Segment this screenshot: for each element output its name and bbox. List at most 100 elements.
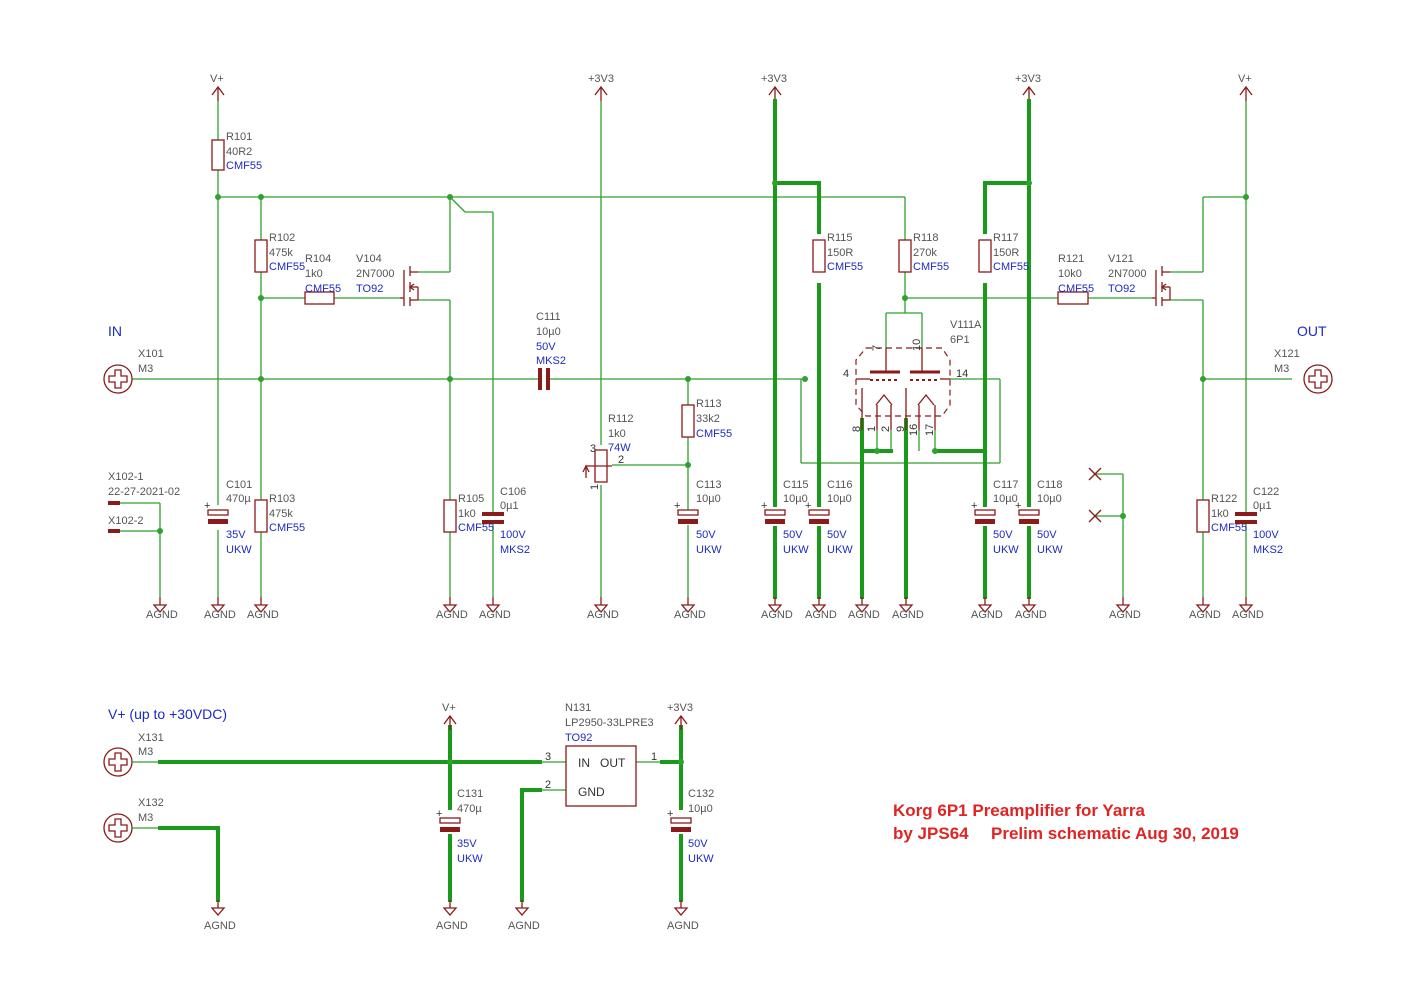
svg-text:UKW: UKW bbox=[993, 544, 1019, 556]
c132-capacitor[interactable]: + C132 10µ0 50V UKW bbox=[667, 788, 714, 865]
svg-text:2N7000: 2N7000 bbox=[1108, 268, 1147, 280]
svg-text:C116: C116 bbox=[827, 479, 852, 491]
svg-text:6P1: 6P1 bbox=[950, 334, 970, 346]
svg-text:50V: 50V bbox=[1037, 529, 1057, 541]
svg-text:40R2: 40R2 bbox=[226, 146, 252, 158]
svg-text:UKW: UKW bbox=[783, 544, 809, 556]
svg-text:AGND: AGND bbox=[479, 609, 511, 621]
v104-mosfet[interactable]: V104 2N7000 TO92 bbox=[356, 253, 419, 306]
vplus-label-right: V+ bbox=[1238, 73, 1252, 85]
vplus-arrow-right bbox=[1239, 86, 1253, 102]
svg-text:UKW: UKW bbox=[827, 544, 853, 556]
r113-resistor[interactable]: R113 33k2 CMF55 bbox=[681, 398, 732, 440]
svg-text:LP2950-33LPRE3: LP2950-33LPRE3 bbox=[565, 717, 654, 729]
svg-text:C118: C118 bbox=[1037, 479, 1062, 491]
svg-text:CMF55: CMF55 bbox=[269, 261, 305, 273]
svg-text:AGND: AGND bbox=[146, 609, 178, 621]
svg-text:IN: IN bbox=[578, 756, 590, 770]
r104-resistor[interactable]: R104 1k0 CMF55 bbox=[304, 253, 341, 305]
svg-text:V121: V121 bbox=[1108, 253, 1134, 265]
n131-regulator[interactable]: IN OUT GND 3 2 1 N131 LP2950-33LPRE3 TO9… bbox=[545, 702, 657, 807]
svg-text:+: + bbox=[674, 500, 680, 512]
x101-jack[interactable]: X101 M3 bbox=[103, 348, 164, 394]
svg-text:10µ0: 10µ0 bbox=[993, 493, 1018, 505]
x132-jack[interactable]: X132 M3 bbox=[103, 797, 164, 843]
x131-jack[interactable]: X131 M3 bbox=[103, 732, 164, 777]
svg-text:17: 17 bbox=[924, 424, 936, 436]
c101-capacitor[interactable]: + C101 470µ 35V UKW bbox=[204, 479, 252, 556]
svg-text:50V: 50V bbox=[993, 529, 1013, 541]
title-block: Korg 6P1 Preamplifier for Yarra by JPS64… bbox=[893, 801, 1239, 843]
svg-text:3: 3 bbox=[590, 443, 596, 455]
svg-text:33k2: 33k2 bbox=[696, 413, 720, 425]
svg-text:AGND: AGND bbox=[892, 609, 924, 621]
r121-resistor[interactable]: R121 10k0 CMF55 bbox=[1057, 253, 1094, 305]
r115-resistor[interactable]: R115 150R CMF55 bbox=[812, 232, 863, 273]
svg-text:AGND: AGND bbox=[805, 609, 837, 621]
svg-text:1: 1 bbox=[651, 751, 657, 763]
c106-capacitor[interactable]: C106 0µ1 100V MKS2 bbox=[482, 486, 530, 556]
svg-text:1: 1 bbox=[866, 426, 878, 432]
svg-text:16: 16 bbox=[908, 424, 920, 436]
svg-text:AGND: AGND bbox=[204, 920, 236, 932]
r122-resistor[interactable]: R122 1k0 CMF55 bbox=[1196, 493, 1247, 534]
svg-text:2: 2 bbox=[545, 779, 551, 791]
vplus-arrow-ps bbox=[443, 715, 457, 731]
r102-resistor[interactable]: R102 475k CMF55 bbox=[254, 232, 305, 273]
r101-resistor[interactable]: R101 40R2 CMF55 bbox=[211, 131, 262, 172]
x102-connector[interactable]: X102-1 22-27-2021-02 X102-2 bbox=[108, 471, 180, 533]
svg-text:TO92: TO92 bbox=[1108, 283, 1135, 295]
jack-icon bbox=[103, 813, 133, 843]
svg-text:AGND: AGND bbox=[436, 609, 468, 621]
svg-text:AGND: AGND bbox=[674, 609, 706, 621]
svg-text:+: + bbox=[436, 808, 442, 820]
svg-text:CMF55: CMF55 bbox=[1211, 522, 1247, 534]
svg-text:V111A: V111A bbox=[950, 319, 982, 331]
c118-capacitor[interactable]: + C118 10µ0 50V UKW bbox=[1015, 479, 1063, 556]
svg-text:AGND: AGND bbox=[971, 609, 1003, 621]
svg-text:150R: 150R bbox=[827, 247, 853, 259]
svg-text:AGND: AGND bbox=[1109, 609, 1141, 621]
svg-text:0µ1: 0µ1 bbox=[1253, 500, 1272, 512]
r117-resistor[interactable]: R117 150R CMF55 bbox=[978, 232, 1029, 273]
c111-capacitor[interactable]: C111 10µ0 50V MKS2 bbox=[536, 311, 566, 390]
svg-text:X102-1: X102-1 bbox=[108, 471, 143, 483]
svg-text:R112: R112 bbox=[608, 413, 633, 425]
svg-text:100V: 100V bbox=[500, 529, 526, 541]
c131-capacitor[interactable]: + C131 470µ 35V UKW bbox=[436, 788, 483, 865]
svg-text:8: 8 bbox=[851, 426, 863, 432]
svg-text:+: + bbox=[667, 808, 673, 820]
svg-text:TO92: TO92 bbox=[565, 732, 592, 744]
title-line1: Korg 6P1 Preamplifier for Yarra bbox=[893, 801, 1146, 820]
r103-resistor[interactable]: R103 475k CMF55 bbox=[254, 493, 305, 534]
r112-potentiometer[interactable]: 3 2 1 R112 1k0 74W bbox=[582, 413, 633, 490]
v121-mosfet[interactable]: V121 2N7000 TO92 bbox=[1108, 253, 1171, 306]
svg-text:AGND: AGND bbox=[1015, 609, 1047, 621]
svg-text:C111: C111 bbox=[536, 311, 561, 323]
x121-jack[interactable]: X121 M3 bbox=[1274, 348, 1333, 394]
c113-capacitor[interactable]: + C113 10µ0 50V UKW bbox=[674, 479, 722, 556]
c122-capacitor[interactable]: C122 0µ1 100V MKS2 bbox=[1235, 486, 1283, 556]
v111a-tube[interactable]: 7 10 4 14 8 1 2 9 16 17 V111A 6P1 bbox=[843, 319, 982, 451]
svg-text:AGND: AGND bbox=[247, 609, 279, 621]
v33-arrow-3 bbox=[1022, 86, 1036, 102]
svg-text:+: + bbox=[805, 500, 811, 512]
grounds-ps: AGND AGND AGND AGND bbox=[204, 899, 699, 932]
c117-capacitor[interactable]: + C117 10µ0 50V UKW bbox=[971, 479, 1019, 556]
svg-text:CMF55: CMF55 bbox=[1058, 283, 1094, 295]
svg-text:C132: C132 bbox=[688, 788, 714, 800]
svg-text:AGND: AGND bbox=[508, 920, 540, 932]
r105-resistor[interactable]: R105 1k0 CMF55 bbox=[443, 493, 494, 534]
svg-text:2: 2 bbox=[618, 454, 624, 466]
svg-text:10µ0: 10µ0 bbox=[688, 803, 713, 815]
r118-resistor[interactable]: R118 270k CMF55 bbox=[898, 232, 949, 273]
vplus-arrow-left bbox=[211, 86, 225, 102]
svg-text:C106: C106 bbox=[500, 486, 526, 498]
c116-capacitor[interactable]: + C116 10µ0 50V UKW bbox=[805, 479, 853, 556]
svg-text:TO92: TO92 bbox=[356, 283, 383, 295]
svg-text:2N7000: 2N7000 bbox=[356, 268, 395, 280]
svg-text:470µ: 470µ bbox=[457, 803, 482, 815]
c115-capacitor[interactable]: + C115 10µ0 50V UKW bbox=[761, 479, 809, 556]
v33-label-2: +3V3 bbox=[761, 73, 787, 85]
svg-text:M3: M3 bbox=[138, 812, 153, 824]
